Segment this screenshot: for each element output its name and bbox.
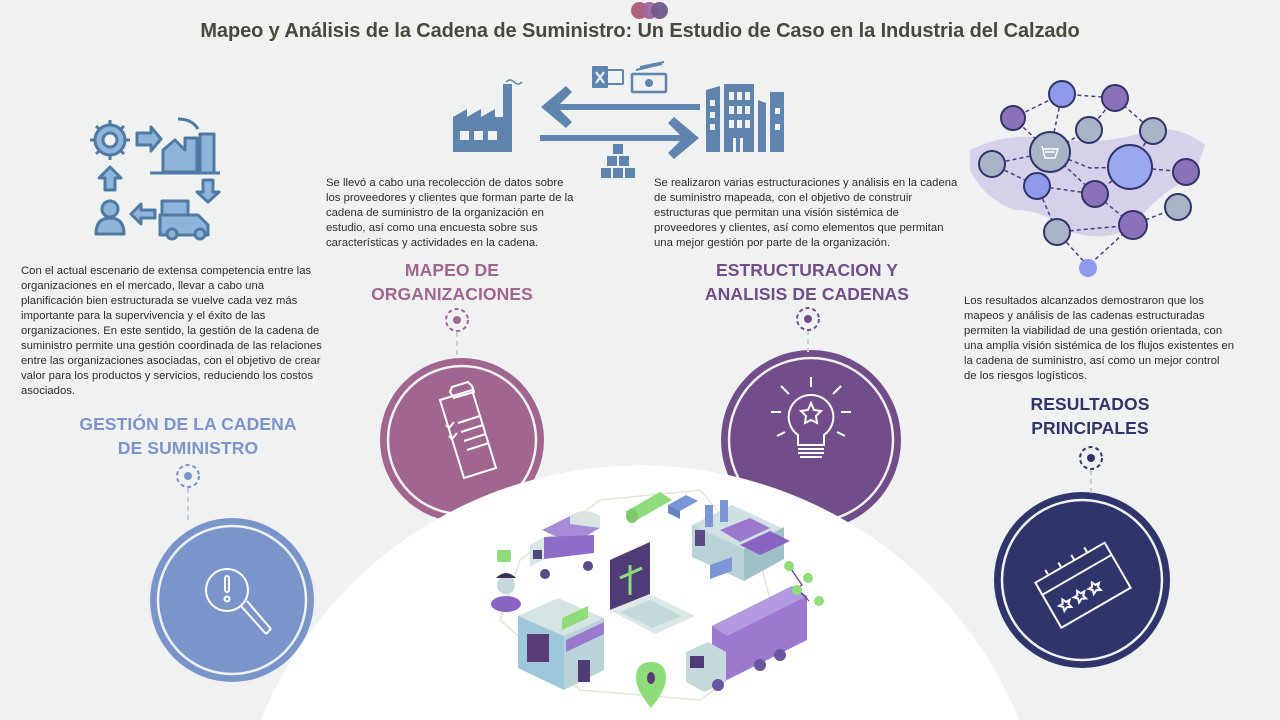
materials-illustration <box>625 492 698 523</box>
mapeo-heading-line2: ORGANIZACIONES <box>371 284 533 304</box>
resultados-heading-line2: PRINCIPALES <box>1031 418 1149 438</box>
factory-to-building-exchange-icon <box>453 61 784 178</box>
mapeo-heading: MAPEO DE ORGANIZACIONES <box>330 258 574 306</box>
estructuracion-heading-line1: ESTRUCTURACION Y <box>715 260 899 280</box>
gestion-circle <box>150 518 314 682</box>
global-network-map-icon <box>970 80 1205 277</box>
cargo-truck-illustration <box>686 586 807 692</box>
gestion-description: Con el actual escenario de extensa compe… <box>21 264 326 399</box>
estructuracion-heading: ESTRUCTURACION Y ANALISIS DE CADENAS <box>680 258 934 306</box>
resultados-target-dot <box>1079 446 1103 470</box>
page-title: Mapeo y Análisis de la Cadena de Suminis… <box>200 20 1080 42</box>
logo-icon <box>631 2 671 19</box>
mapeo-text: Se llevó a cabo una recolección de datos… <box>326 177 574 249</box>
notebook-stars-icon <box>1033 541 1133 630</box>
resultados-circle <box>994 492 1170 668</box>
resultados-heading: RESULTADOS PRINCIPALES <box>990 392 1190 440</box>
gestion-heading-line1: GESTIÓN DE LA CADENA <box>79 414 297 434</box>
isometric-supply-chain-icon <box>491 489 824 708</box>
mapeo-heading-line1: MAPEO DE <box>404 260 500 280</box>
supply-cycle-icon <box>90 117 221 241</box>
gestion-heading-line2: DE SUMINISTRO <box>117 438 259 458</box>
resultados-text: Los resultados alcanzados demostraron qu… <box>964 295 1235 382</box>
lightbulb-star-icon <box>771 377 851 458</box>
store-illustration <box>518 598 604 690</box>
resultados-description: Los resultados alcanzados demostraron qu… <box>964 294 1234 384</box>
estructuracion-text: Se realizaron varias estructuraciones y … <box>654 177 958 249</box>
network-nodes-illustration <box>784 561 824 606</box>
estructuracion-target-dot <box>796 307 820 331</box>
resultados-heading-line1: RESULTADOS <box>1030 394 1150 414</box>
mapeo-description: Se llevó a cabo una recolección de datos… <box>326 176 576 251</box>
factory-illustration <box>692 500 790 581</box>
laptop-illustration <box>610 542 695 634</box>
dump-truck-illustration <box>530 511 600 579</box>
gestion-target-dot <box>176 464 200 488</box>
estructuracion-heading-line2: ANALISIS DE CADENAS <box>704 284 910 304</box>
clipboard-checklist-icon <box>438 380 498 480</box>
customer-illustration <box>491 550 521 612</box>
connector-lines <box>187 330 1092 524</box>
estructuracion-description: Se realizaron varias estructuraciones y … <box>654 176 959 251</box>
magnifier-alert-icon <box>205 568 272 635</box>
gestion-heading: GESTIÓN DE LA CADENA DE SUMINISTRO <box>58 412 318 460</box>
gestion-text: Con el actual escenario de extensa compe… <box>21 265 322 397</box>
location-pin-illustration <box>636 662 666 708</box>
mapeo-target-dot <box>445 308 469 332</box>
